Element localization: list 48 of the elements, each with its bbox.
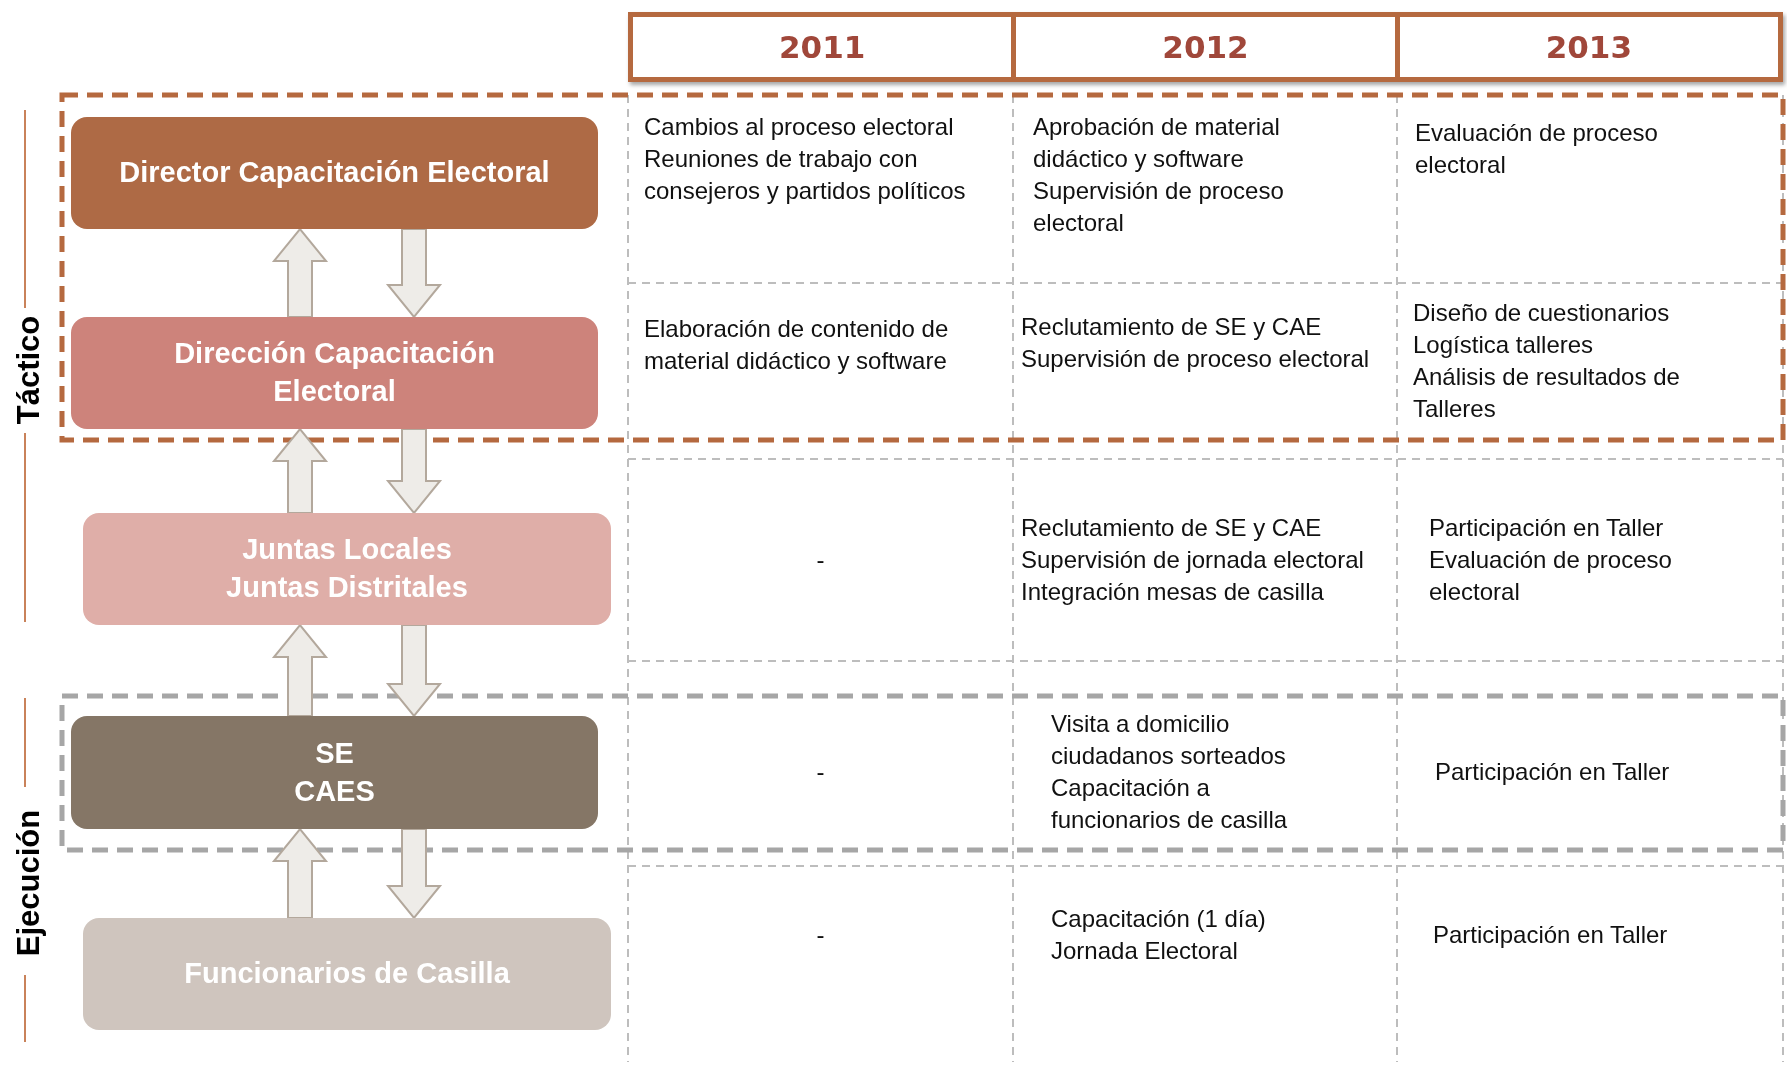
activity-text: Aprobación de material didáctico y software [1033, 112, 1281, 174]
activity-text: Evaluación de proceso electoral [1415, 118, 1659, 180]
activity-text: - [816, 757, 825, 787]
activity-text: Visita a domicilio ciudadanos sorteados [1051, 709, 1287, 771]
activity-text: Logística talleres [1413, 330, 1594, 360]
role-label: SE CAES [293, 735, 376, 809]
activity-text: Supervisión de proceso electoral [1021, 344, 1370, 374]
activity-text: Supervisión de jornada electoral [1021, 545, 1364, 575]
block-arrow [271, 227, 329, 318]
block-arrow [385, 228, 443, 319]
role-box [71, 317, 598, 429]
level-label: Ejecución [11, 809, 47, 957]
role-label: Dirección Capacitación Electoral [173, 336, 496, 409]
block-arrow [385, 624, 443, 718]
activity-text: Participación en Taller [1429, 513, 1664, 543]
activity-text: Análisis de resultados de Talleres [1413, 362, 1681, 424]
year-label: 2013 [1545, 29, 1632, 65]
activity-text: Reuniones de trabajo con consejeros y partidos políticos [644, 144, 967, 206]
activity-text: Supervisión de proceso electoral [1033, 176, 1285, 238]
activity-text: Reclutamiento de SE y CAE [1021, 312, 1322, 342]
activity-text: Reclutamiento de SE y CAE [1021, 513, 1322, 543]
activity-text: Evaluación de proceso electoral [1429, 545, 1673, 607]
activity-text: - [816, 545, 825, 575]
role-box [71, 117, 598, 229]
role-box [71, 716, 598, 829]
year-label: 2011 [779, 29, 866, 65]
block-arrow [271, 427, 329, 514]
activity-text: Capacitación a funcionarios de casilla [1051, 773, 1289, 835]
activity-text: Diseño de cuestionarios [1413, 298, 1670, 328]
block-arrow [271, 623, 329, 717]
activity-text: Integración mesas de casilla [1021, 577, 1324, 607]
role-box [83, 918, 611, 1030]
role-label: Juntas Locales Juntas Distritales [225, 532, 469, 605]
block-arrow [385, 428, 443, 515]
activity-text: Elaboración de contenido de material didáctico y software [644, 314, 950, 376]
activity-text: Participación en Taller [1433, 920, 1668, 950]
role-label: Director Capacitación Electoral [119, 155, 550, 191]
block-arrow [385, 828, 443, 920]
block-arrow [271, 827, 329, 919]
year-label: 2012 [1162, 29, 1249, 65]
activity-text: Cambios al proceso electoral [644, 112, 954, 142]
level-label: Táctico [11, 315, 47, 425]
activity-text: - [816, 920, 825, 950]
activity-text: Capacitación (1 día) [1051, 904, 1266, 934]
role-label: Funcionarios de Casilla [184, 956, 510, 992]
activity-text: Participación en Taller [1435, 757, 1670, 787]
activity-text: Jornada Electoral [1051, 936, 1238, 966]
role-box [83, 513, 611, 625]
